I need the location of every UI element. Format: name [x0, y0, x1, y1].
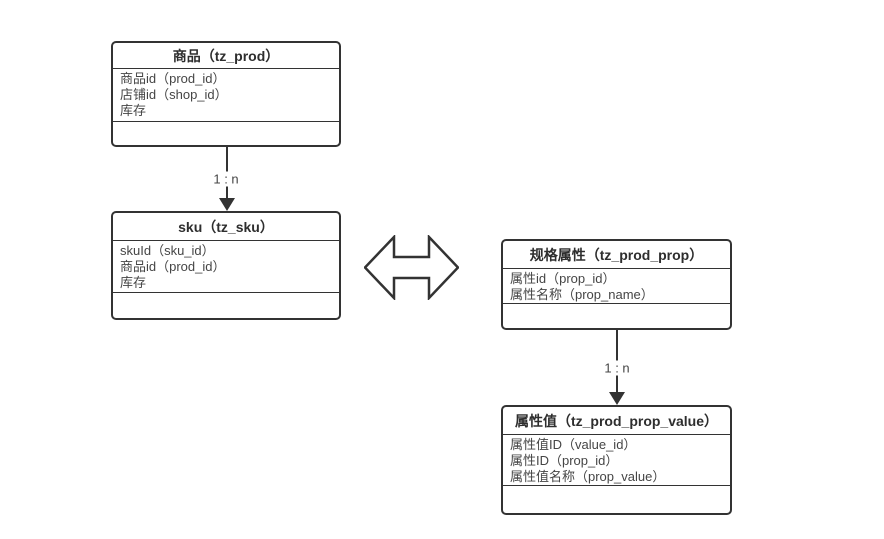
entity-table-prod-prop: 规格属性（tz_prod_prop） 属性id（prop_id） 属性名称（pr… — [501, 239, 732, 330]
table-field: 商品id（prod_id） — [120, 259, 226, 274]
entity-table-prod-prop-value: 属性值（tz_prod_prop_value） 属性值ID（value_id） … — [501, 405, 732, 515]
table-field: 属性名称（prop_name） — [510, 287, 654, 302]
table-fields-prod-prop: 属性id（prop_id） 属性名称（prop_name） — [503, 269, 730, 304]
cardinality-label-prop-value: 1 : n — [600, 360, 634, 376]
table-field: skuId（sku_id） — [120, 243, 215, 258]
arrowhead-down-icon — [218, 198, 235, 211]
entity-table-sku: sku（tz_sku） skuId（sku_id） 商品id（prod_id） … — [111, 211, 341, 320]
table-fields-prod-prop-value: 属性值ID（value_id） 属性ID（prop_id） 属性值名称（prop… — [503, 435, 730, 486]
table-field: 店铺id（shop_id） — [120, 87, 228, 102]
table-fields-sku: skuId（sku_id） 商品id（prod_id） 库存 — [113, 241, 339, 293]
table-field: 属性值ID（value_id） — [510, 437, 637, 452]
table-title-prod-prop: 规格属性（tz_prod_prop） — [503, 241, 730, 269]
table-field: 库存 — [120, 275, 147, 290]
table-field: 属性ID（prop_id） — [510, 453, 619, 468]
table-title-prod: 商品（tz_prod） — [113, 43, 339, 69]
table-field: 库存 — [120, 103, 147, 118]
table-title-prod-prop-value: 属性值（tz_prod_prop_value） — [503, 407, 730, 435]
table-empty-section — [113, 293, 339, 318]
table-empty-section — [503, 486, 730, 513]
table-empty-section — [113, 122, 339, 145]
arrowhead-down-icon — [609, 392, 625, 405]
table-field: 商品id（prod_id） — [120, 71, 226, 86]
bidirectional-arrow-icon — [364, 235, 459, 300]
table-fields-prod: 商品id（prod_id） 店铺id（shop_id） 库存 — [113, 69, 339, 122]
cardinality-label-prod-sku: 1 : n — [209, 171, 243, 187]
table-empty-section — [503, 304, 730, 328]
entity-table-prod: 商品（tz_prod） 商品id（prod_id） 店铺id（shop_id） … — [111, 41, 341, 147]
table-title-sku: sku（tz_sku） — [113, 213, 339, 241]
table-field: 属性值名称（prop_value） — [510, 469, 666, 484]
table-field: 属性id（prop_id） — [510, 271, 616, 286]
